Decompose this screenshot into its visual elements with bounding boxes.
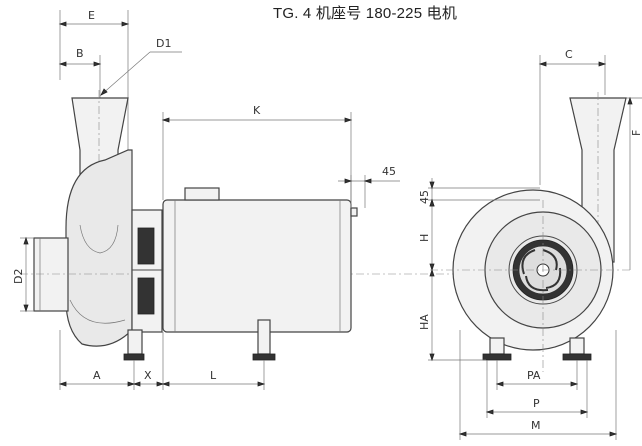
diagram-title: TG. 4 机座号 180-225 电机 <box>272 5 458 22</box>
coupling-upper <box>137 227 155 265</box>
label-h: H <box>418 234 431 242</box>
label-x: X <box>144 369 152 382</box>
dimension-a: A <box>58 330 136 390</box>
label-b: B <box>76 47 84 60</box>
label-l: L <box>210 369 217 382</box>
dimension-e: E <box>58 9 130 150</box>
motor-body-side <box>162 199 352 333</box>
label-m: M <box>531 419 541 432</box>
label-d1: D1 <box>156 37 171 50</box>
dimension-ha: HA <box>418 268 486 362</box>
pump-foot <box>127 329 143 355</box>
dimension-45-side: 45 <box>338 165 400 208</box>
coupling-lower <box>137 277 155 315</box>
dimension-x: X <box>132 332 165 390</box>
dimension-d2: D2 <box>12 236 34 313</box>
dimension-h: H <box>418 198 435 272</box>
dimension-b: B <box>58 47 102 100</box>
label-45-front: 45 <box>418 190 431 204</box>
dimension-d1: D1 <box>100 37 182 96</box>
label-pa: PA <box>527 369 541 382</box>
label-k: K <box>253 104 261 117</box>
label-ha: HA <box>418 314 431 330</box>
dimension-k: K <box>161 104 353 208</box>
dimension-m: M <box>458 330 618 440</box>
label-c: C <box>565 48 573 61</box>
dimension-p: P <box>485 360 589 418</box>
front-view: C F <box>418 48 642 440</box>
dimension-c: C <box>538 48 607 185</box>
inlet-pipe <box>33 237 69 312</box>
label-a: A <box>93 369 101 382</box>
dimension-pa: PA <box>495 360 579 390</box>
dimension-l: L <box>161 360 266 390</box>
label-p: P <box>533 397 540 410</box>
motor-foot <box>257 319 271 355</box>
pump-casing-side <box>65 149 133 347</box>
label-e: E <box>88 9 95 22</box>
label-f: F <box>630 130 642 136</box>
label-d2: D2 <box>12 269 25 284</box>
label-45-side: 45 <box>382 165 396 178</box>
terminal-box <box>184 187 220 201</box>
feet-front <box>482 337 592 361</box>
side-view: E B D1 <box>12 9 470 390</box>
